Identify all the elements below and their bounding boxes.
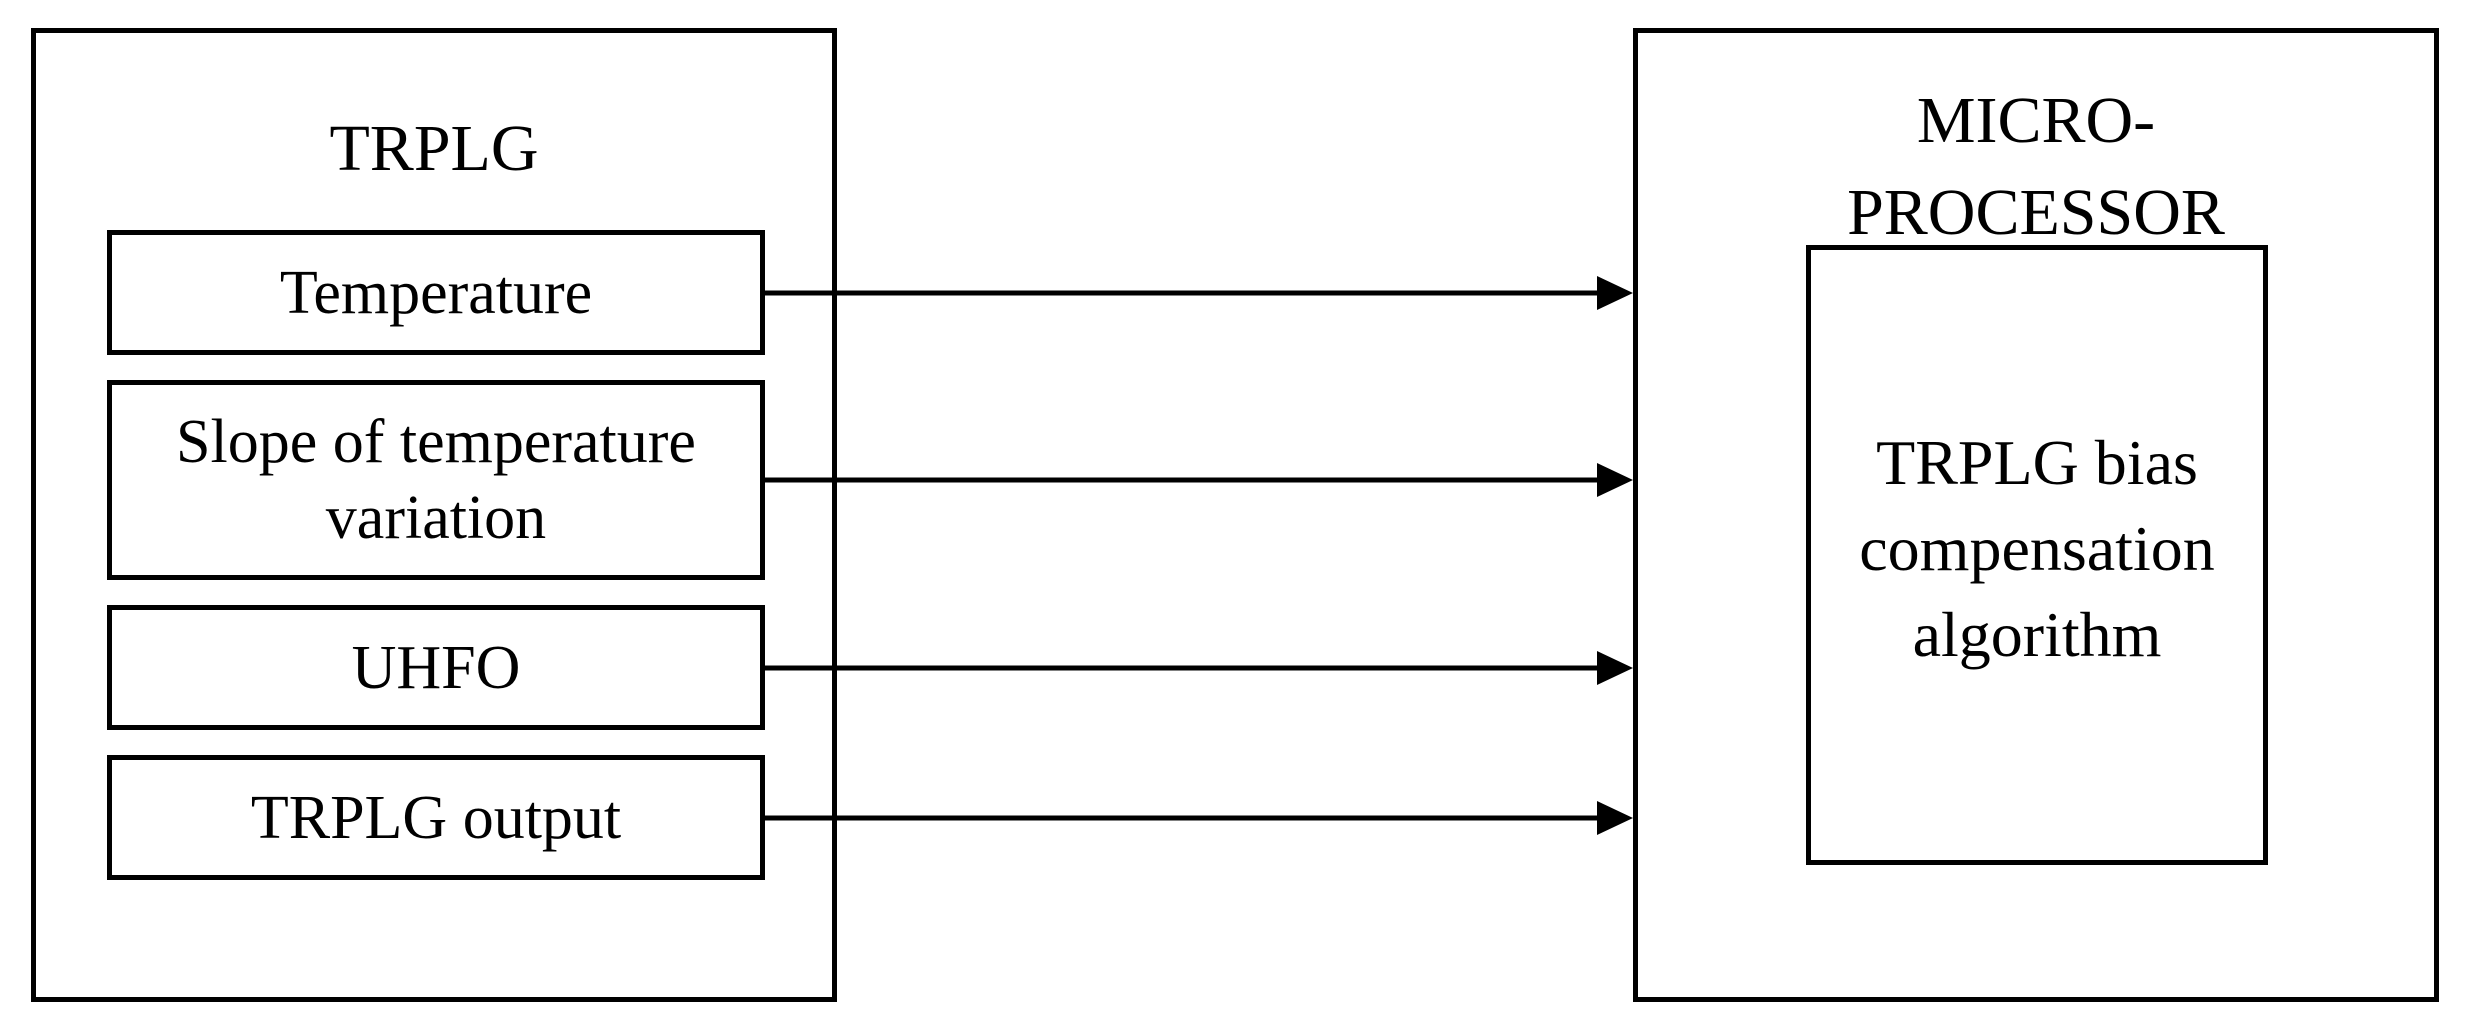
- arrow-trplg-output: [765, 801, 1633, 835]
- arrow-slope: [765, 463, 1633, 497]
- arrow-temperature: [765, 276, 1633, 310]
- temperature-box: Temperature: [107, 230, 765, 355]
- arrow-uhfo: [765, 651, 1633, 685]
- algorithm-label: TRPLG bias compensation algorithm: [1859, 427, 2215, 670]
- trplg-title: TRPLG: [329, 112, 539, 185]
- slope-of-temperature-variation-box: Slope of temperature variation: [107, 380, 765, 580]
- trplg-output-box: TRPLG output: [107, 755, 765, 880]
- microprocessor-title: MICRO- PROCESSOR: [1847, 84, 2225, 249]
- uhfo-box: UHFO: [107, 605, 765, 730]
- bias-compensation-algorithm-block: TRPLG bias compensation algorithm: [1806, 245, 2268, 865]
